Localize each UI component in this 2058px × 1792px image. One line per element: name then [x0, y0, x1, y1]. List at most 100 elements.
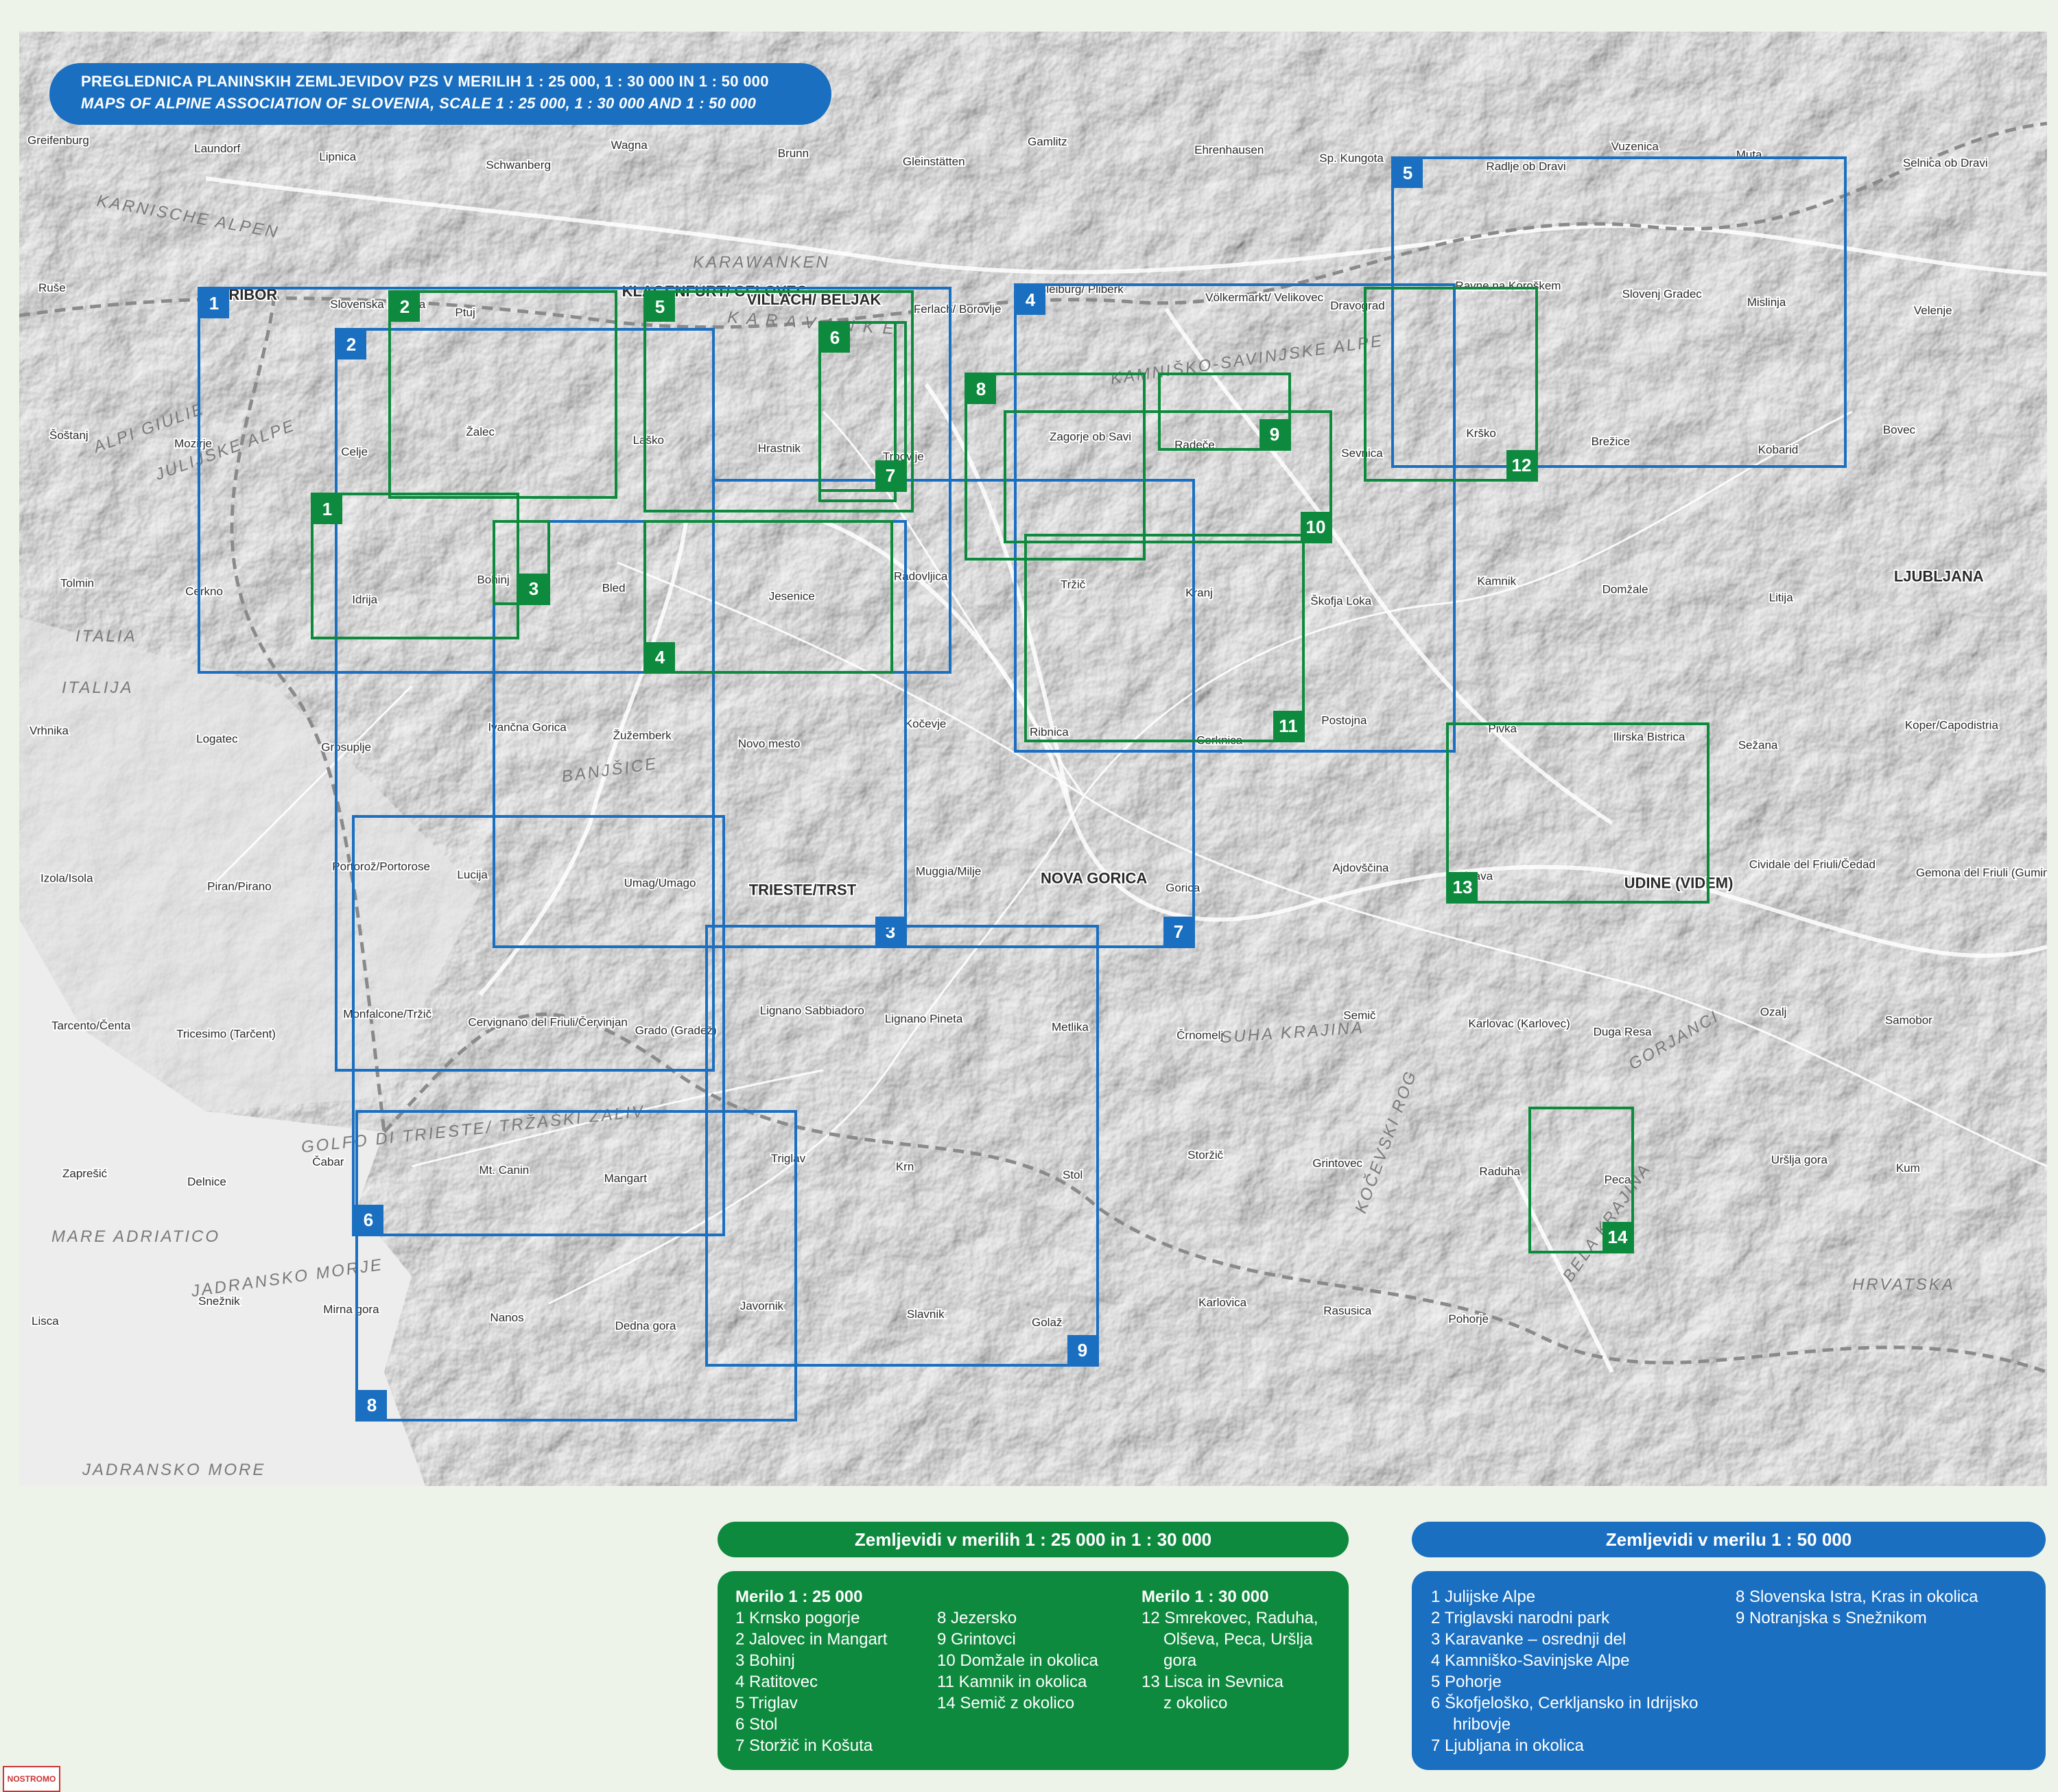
map-frame-green-13[interactable]: 13	[1446, 722, 1710, 904]
friulian-plain	[19, 617, 480, 1111]
map-title: PREGLEDNICA PLANINSKIH ZEMLJEVIDOV PZS V…	[49, 63, 831, 125]
place-label: Kočevje	[905, 717, 946, 730]
map-frame-badge	[336, 329, 366, 359]
place-label: Mozirje	[174, 437, 212, 450]
map-frame-badge	[1273, 711, 1303, 741]
map-frame-green-12[interactable]: 12	[1364, 287, 1538, 482]
map-frame-border	[1364, 287, 1538, 482]
map-frame-number: 7	[886, 465, 895, 486]
place-label: Bovec	[1883, 423, 1916, 436]
map-frame-badge	[519, 574, 549, 604]
place-label: Celje	[341, 445, 368, 458]
place-label: Greifenburg	[27, 134, 89, 147]
map-frame-green-5[interactable]: 5	[643, 290, 914, 512]
map-frame-badge	[357, 1390, 387, 1420]
place-label: Grosuplje	[321, 740, 371, 753]
legend-blue-col-1: 1 Julijske Alpe 2 Triglavski narodni park…	[1431, 1586, 1699, 1756]
map-frame-number: 2	[346, 334, 356, 355]
place-label: Rasusica	[1323, 1304, 1371, 1317]
map-frame-border	[1024, 534, 1305, 742]
place-label: Gemona del Friuli (Gumin)	[1916, 866, 2053, 880]
legend-item: gora	[1163, 1651, 1197, 1670]
place-label: LJUBLJANA	[1894, 567, 1984, 585]
place-label: Lucija	[457, 869, 488, 882]
place-label: Samobor	[1885, 1014, 1932, 1027]
map-frame-green-2[interactable]: 2	[388, 290, 617, 499]
map-frame-border	[311, 493, 519, 639]
place-label: Domžale	[1602, 582, 1648, 596]
place-label: Dravograd	[1330, 299, 1384, 312]
map-frame-green-14[interactable]: 14	[1528, 1107, 1634, 1253]
map-frame-badge	[353, 1205, 383, 1235]
place-label: Gleinstätten	[903, 155, 965, 168]
place-label: Jesenice	[769, 589, 815, 602]
place-label: Gamlitz	[1028, 135, 1067, 148]
map-frame-green-4[interactable]: 4	[643, 520, 893, 674]
map-frame-blue-8[interactable]: 8	[355, 1110, 797, 1422]
map-frame-number: 3	[529, 578, 539, 599]
map-frame-green-3[interactable]: 3	[493, 520, 550, 605]
map-frame-green-8[interactable]: 8	[965, 373, 1146, 561]
place-label: Slovenj Gradec	[1622, 287, 1703, 300]
map-frame-blue-7[interactable]: 7	[712, 479, 1195, 948]
legend-green-list-3: 12 Smrekovec, Raduha,Olševa, Peca, Uršlj…	[1142, 1607, 1318, 1714]
place-label: Duga Resa	[1594, 1026, 1653, 1039]
place-label: Žužemberk	[613, 729, 672, 742]
map-frame-badge	[645, 292, 675, 322]
legend-blue-list-1: 1 Julijske Alpe 2 Triglavski narodni park…	[1431, 1586, 1699, 1756]
map-frame-badge	[1447, 872, 1478, 902]
place-label: VILLACH/ BELJAK	[747, 291, 882, 308]
place-label: Raduha	[1479, 1165, 1520, 1178]
place-label: Ribnica	[1030, 725, 1069, 738]
map-frame-green-1[interactable]: 1	[311, 493, 519, 639]
map-frame-blue-5[interactable]: 5	[1391, 156, 1847, 468]
legend-item: 6 Stol	[735, 1715, 778, 1734]
legend-item: Olševa, Peca, Uršlja	[1163, 1630, 1313, 1649]
legend-item: 3 Karavanke – osrednji del	[1431, 1630, 1627, 1649]
roads	[204, 410, 2047, 1305]
map-frame-number: 5	[655, 296, 665, 317]
place-label: Hrastnik	[758, 442, 801, 455]
place-label: Vrhnika	[29, 724, 69, 737]
legend-item: 2 Jalovec in Mangart	[735, 1630, 888, 1649]
place-label: Ferlach/ Borovlje	[914, 303, 1002, 316]
place-label: Javornik	[740, 1299, 784, 1312]
legend-item: 4 Ratitovec	[735, 1673, 818, 1691]
region-label: ITALIJA	[62, 679, 134, 697]
map-frame-badge	[312, 494, 342, 524]
place-label: Sp. Kungota	[1319, 152, 1384, 165]
place-label: Kum	[1896, 1162, 1920, 1175]
place-label: Wagna	[611, 139, 648, 152]
map-frame-number: 4	[1026, 290, 1036, 310]
place-label: Brunn	[778, 147, 809, 160]
map-frame-blue-6[interactable]: 6	[352, 815, 725, 1236]
map-frame-green-11[interactable]: 11	[1024, 534, 1305, 742]
map-frame-border	[352, 815, 725, 1236]
map-frame-green-10[interactable]: 10	[1004, 410, 1332, 543]
legend-item: 1 Krnsko pogorje	[735, 1609, 860, 1627]
map-frame-badge	[1067, 1335, 1098, 1365]
map-frame-badge	[1506, 450, 1537, 480]
place-label: Krn	[896, 1160, 914, 1173]
legend-item: 2 Triglavski narodni park	[1431, 1609, 1610, 1627]
legend-item: 1 Julijske Alpe	[1431, 1588, 1536, 1606]
map-frame-number: 7	[1174, 921, 1183, 942]
map-frame-green-7[interactable]: 7	[818, 321, 907, 492]
map-frame-border	[1446, 722, 1710, 904]
place-label: Idrija	[352, 593, 377, 606]
place-label: Ozalj	[1760, 1006, 1787, 1019]
map-frame-blue-9[interactable]: 9	[705, 925, 1099, 1367]
map-frame-border	[1528, 1107, 1634, 1253]
legend-blue-heading: Zemljevidi v merilu 1 : 50 000	[1412, 1522, 2046, 1557]
map-frame-number: 1	[209, 293, 219, 314]
map-frame-blue-4[interactable]: 4	[1014, 283, 1456, 753]
region-label: ITALIA	[75, 627, 137, 646]
legend-item: 13 Lisca in Sevnica	[1142, 1673, 1284, 1691]
map-frame-number: 5	[1403, 163, 1412, 183]
place-label: Tarcento/Čenta	[51, 1019, 131, 1033]
place-label: Selnica ob Dravi	[1903, 156, 1988, 169]
